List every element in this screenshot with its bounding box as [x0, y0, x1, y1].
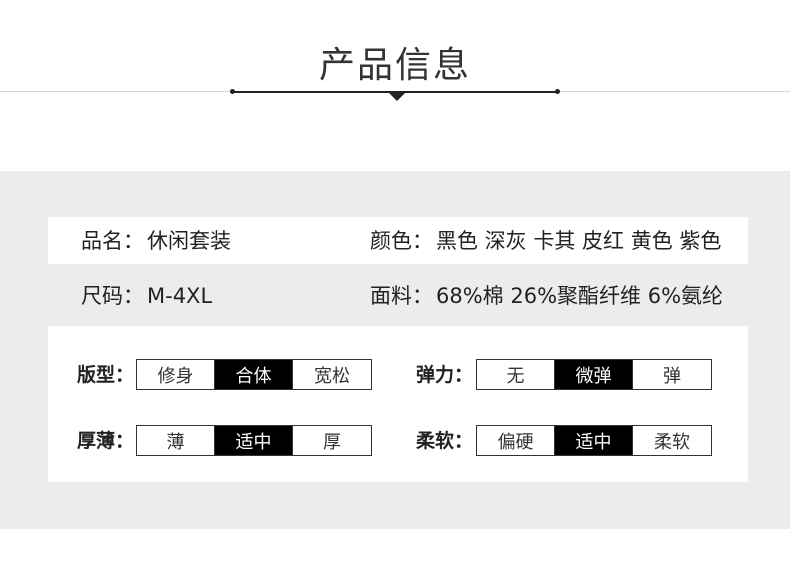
stretch-option-none: 无 — [477, 360, 555, 389]
size-label: 尺码： — [81, 284, 144, 308]
fit-option-slim: 修身 — [137, 360, 215, 389]
thickness-option-thick: 厚 — [293, 426, 371, 455]
stretch-option-slight: 微弹 — [555, 360, 633, 389]
page-title: 产品信息 — [318, 45, 471, 86]
info-row-name-color: 品名： 休闲套装 颜色： 黑色 深灰 卡其 皮红 黄色 紫色 — [48, 217, 748, 264]
softness-option-stiff: 偏硬 — [477, 426, 555, 455]
color-label: 颜色： — [370, 229, 433, 253]
attribute-panel: 版型： 修身 合体 宽松 弹力： 无 微弹 弹 厚薄： 薄 适中 厚 柔软： 偏… — [48, 326, 748, 482]
attr-label-thickness: 厚薄： — [77, 430, 135, 452]
stretch-option-stretchy: 弹 — [633, 360, 711, 389]
underline-right-dot — [555, 89, 560, 94]
down-triangle-icon — [389, 93, 405, 101]
underline-left-dot — [230, 89, 235, 94]
attr-label-softness: 柔软： — [416, 430, 474, 452]
thickness-option-thin: 薄 — [137, 426, 215, 455]
fabric-value: 68%棉 26%聚酯纤维 6%氨纶 — [436, 284, 724, 308]
stretch-scale: 无 微弹 弹 — [476, 359, 712, 390]
title-underline — [233, 91, 558, 93]
fit-option-regular: 合体 — [215, 360, 293, 389]
name-value: 休闲套装 — [147, 229, 231, 253]
size-value: M-4XL — [147, 284, 213, 308]
thickness-option-medium: 适中 — [215, 426, 293, 455]
fit-scale: 修身 合体 宽松 — [136, 359, 372, 390]
fit-option-loose: 宽松 — [293, 360, 371, 389]
softness-option-medium: 适中 — [555, 426, 633, 455]
softness-scale: 偏硬 适中 柔软 — [476, 425, 712, 456]
attr-label-fit: 版型： — [77, 364, 135, 386]
color-value: 黑色 深灰 卡其 皮红 黄色 紫色 — [436, 229, 722, 253]
attr-label-stretch: 弹力： — [416, 364, 474, 386]
fabric-label: 面料： — [370, 284, 433, 308]
thickness-scale: 薄 适中 厚 — [136, 425, 372, 456]
name-label: 品名： — [81, 229, 144, 253]
softness-option-soft: 柔软 — [633, 426, 711, 455]
